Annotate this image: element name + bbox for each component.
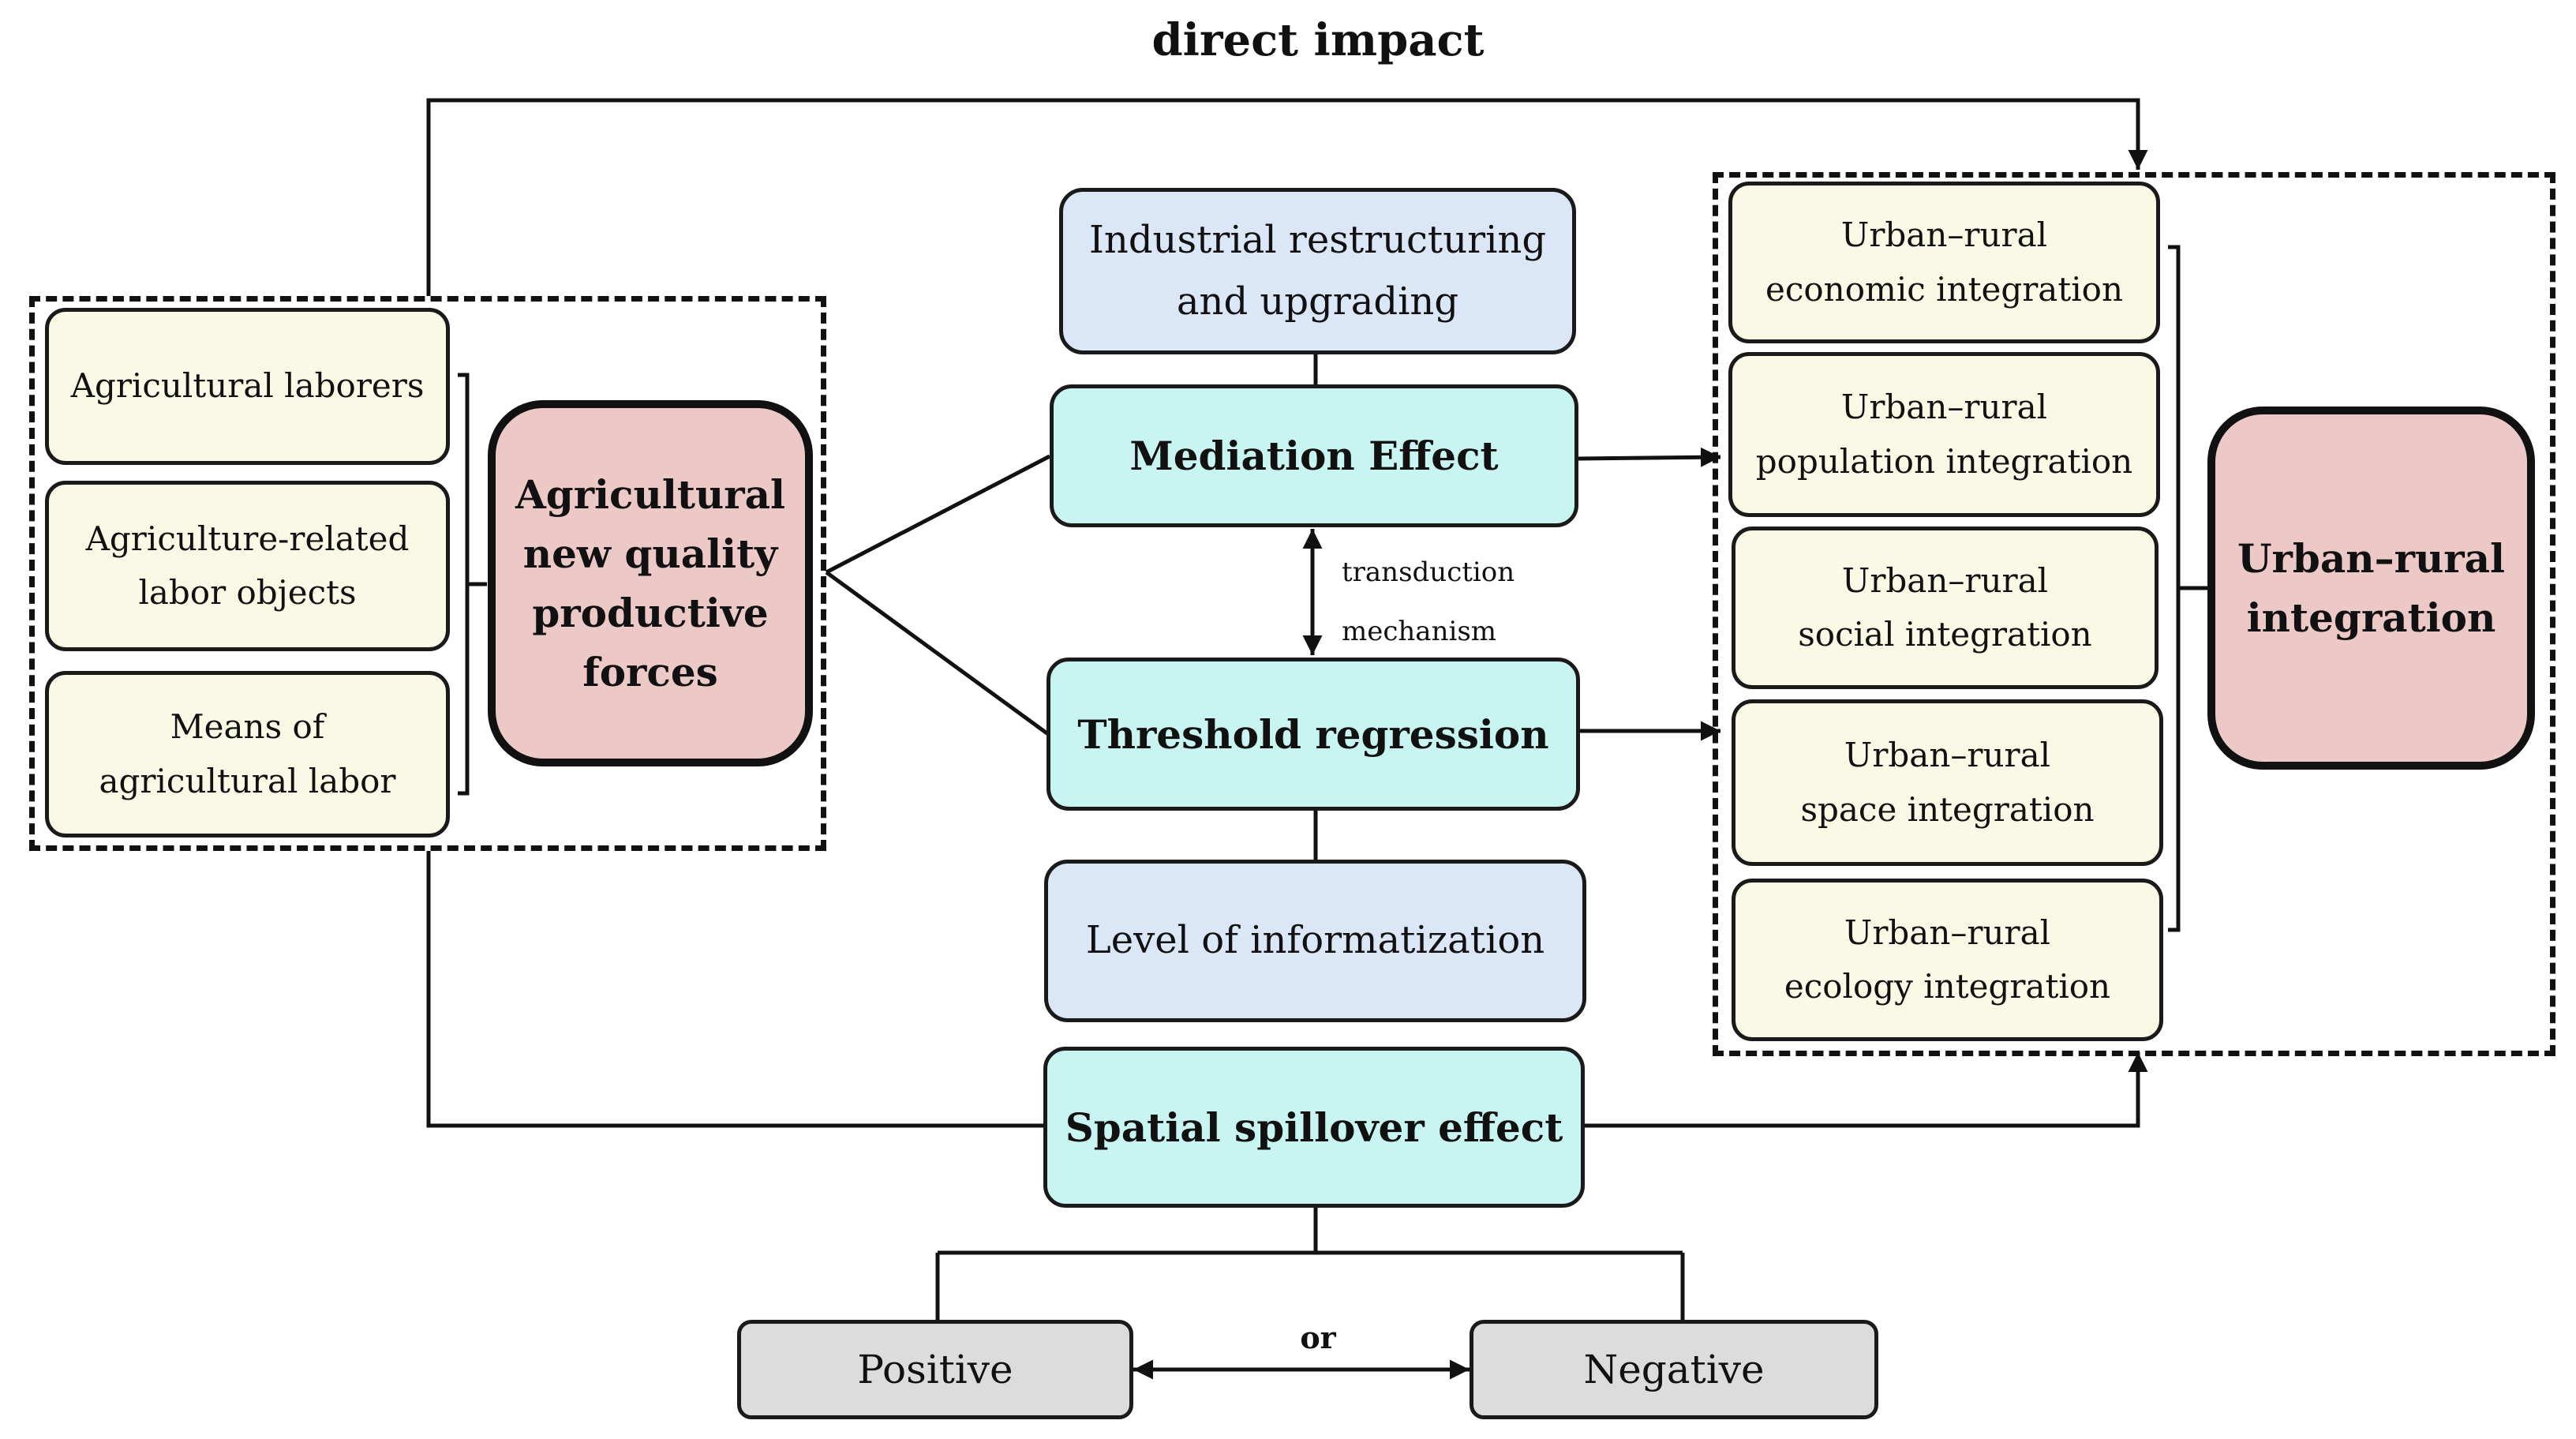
core-left-line-1: Agricultural	[515, 471, 786, 518]
mediation-effect-box: Mediation Effect	[1050, 384, 1578, 527]
ecology-line-1: Urban–rural	[1844, 912, 2051, 952]
agricultural-laborers-box: Agricultural laborers	[45, 308, 450, 465]
urban-rural-integration-core: Urban–rural integration	[2207, 407, 2535, 770]
spatial-spillover-line-right	[1585, 1052, 2148, 1128]
labor-objects-box: Agriculture-related labor objects	[45, 481, 450, 651]
ecology-line-2: ecology integration	[1784, 967, 2111, 1006]
economic-integration-box: Urban–rural economic integration	[1728, 182, 2160, 343]
positive-box: Positive	[737, 1320, 1133, 1419]
threshold-regression-text: Threshold regression	[1077, 710, 1549, 758]
agricultural-laborers-text: Agricultural laborers	[70, 366, 425, 406]
spatial-to-outcomes	[935, 1208, 1685, 1320]
social-integration-box: Urban–rural social integration	[1732, 527, 2159, 689]
threshold-regression-box: Threshold regression	[1046, 658, 1580, 811]
transduction-line-2: mechanism	[1342, 615, 1497, 647]
industrial-line-2: and upgrading	[1176, 279, 1459, 324]
spatial-spillover-box: Spatial spillover effect	[1043, 1047, 1585, 1208]
core-left-line-3: productive	[532, 590, 769, 636]
or-label: or	[1300, 1320, 1336, 1355]
means-of-labor-box: Means of agricultural labor	[45, 671, 450, 838]
ecology-integration-box: Urban–rural ecology integration	[1732, 879, 2163, 1041]
labor-objects-line-2: labor objects	[138, 573, 357, 612]
informatization-text: Level of informatization	[1085, 918, 1545, 963]
direct-impact-line	[426, 98, 2148, 296]
left-group-frame	[29, 296, 826, 851]
social-line-2: social integration	[1798, 615, 2092, 654]
population-integration-box: Urban–rural population integration	[1728, 352, 2160, 517]
negative-box: Negative	[1470, 1320, 1878, 1419]
industrial-line-1: Industrial restructuring	[1088, 217, 1547, 262]
informatization-box: Level of informatization	[1044, 860, 1586, 1022]
agricultural-productive-forces-core: Agricultural new quality productive forc…	[488, 400, 813, 766]
core-left-line-2: new quality	[522, 530, 778, 577]
means-of-labor-line-2: agricultural labor	[99, 761, 396, 800]
core-left-line-4: forces	[582, 649, 718, 695]
left-bracket	[458, 373, 487, 796]
arrow-mediation-to-right	[1578, 447, 1721, 467]
economic-line-2: economic integration	[1765, 269, 2123, 309]
positive-text: Positive	[857, 1346, 1013, 1392]
population-line-2: population integration	[1755, 441, 2133, 481]
transduction-mechanism-label: transduction mechanism	[1342, 543, 1515, 661]
direct-impact-label: direct impact	[1151, 14, 1485, 66]
industrial-restructuring-box: Industrial restructuring and upgrading	[1059, 188, 1576, 354]
link-core-to-mediation	[825, 454, 1051, 575]
means-of-labor-line-1: Means of	[170, 707, 325, 747]
space-line-2: space integration	[1800, 789, 2095, 829]
mediation-effect-text: Mediation Effect	[1129, 433, 1499, 479]
spatial-spillover-line-left	[426, 851, 1043, 1128]
core-right-line-2: integration	[2246, 594, 2496, 641]
transduction-line-1: transduction	[1342, 556, 1515, 588]
economic-line-1: Urban–rural	[1840, 215, 2048, 255]
right-group-frame	[1713, 172, 2555, 1056]
right-bracket	[2168, 245, 2207, 932]
core-right-line-1: Urban–rural	[2237, 535, 2506, 582]
spatial-spillover-text: Spatial spillover effect	[1065, 1104, 1563, 1151]
population-line-1: Urban–rural	[1840, 388, 2048, 427]
space-line-1: Urban–rural	[1844, 736, 2051, 775]
space-integration-box: Urban–rural space integration	[1732, 699, 2163, 866]
labor-objects-line-1: Agriculture-related	[85, 519, 410, 558]
link-core-to-threshold	[825, 570, 1050, 736]
negative-text: Negative	[1583, 1346, 1765, 1392]
social-line-1: Urban–rural	[1841, 560, 2049, 600]
